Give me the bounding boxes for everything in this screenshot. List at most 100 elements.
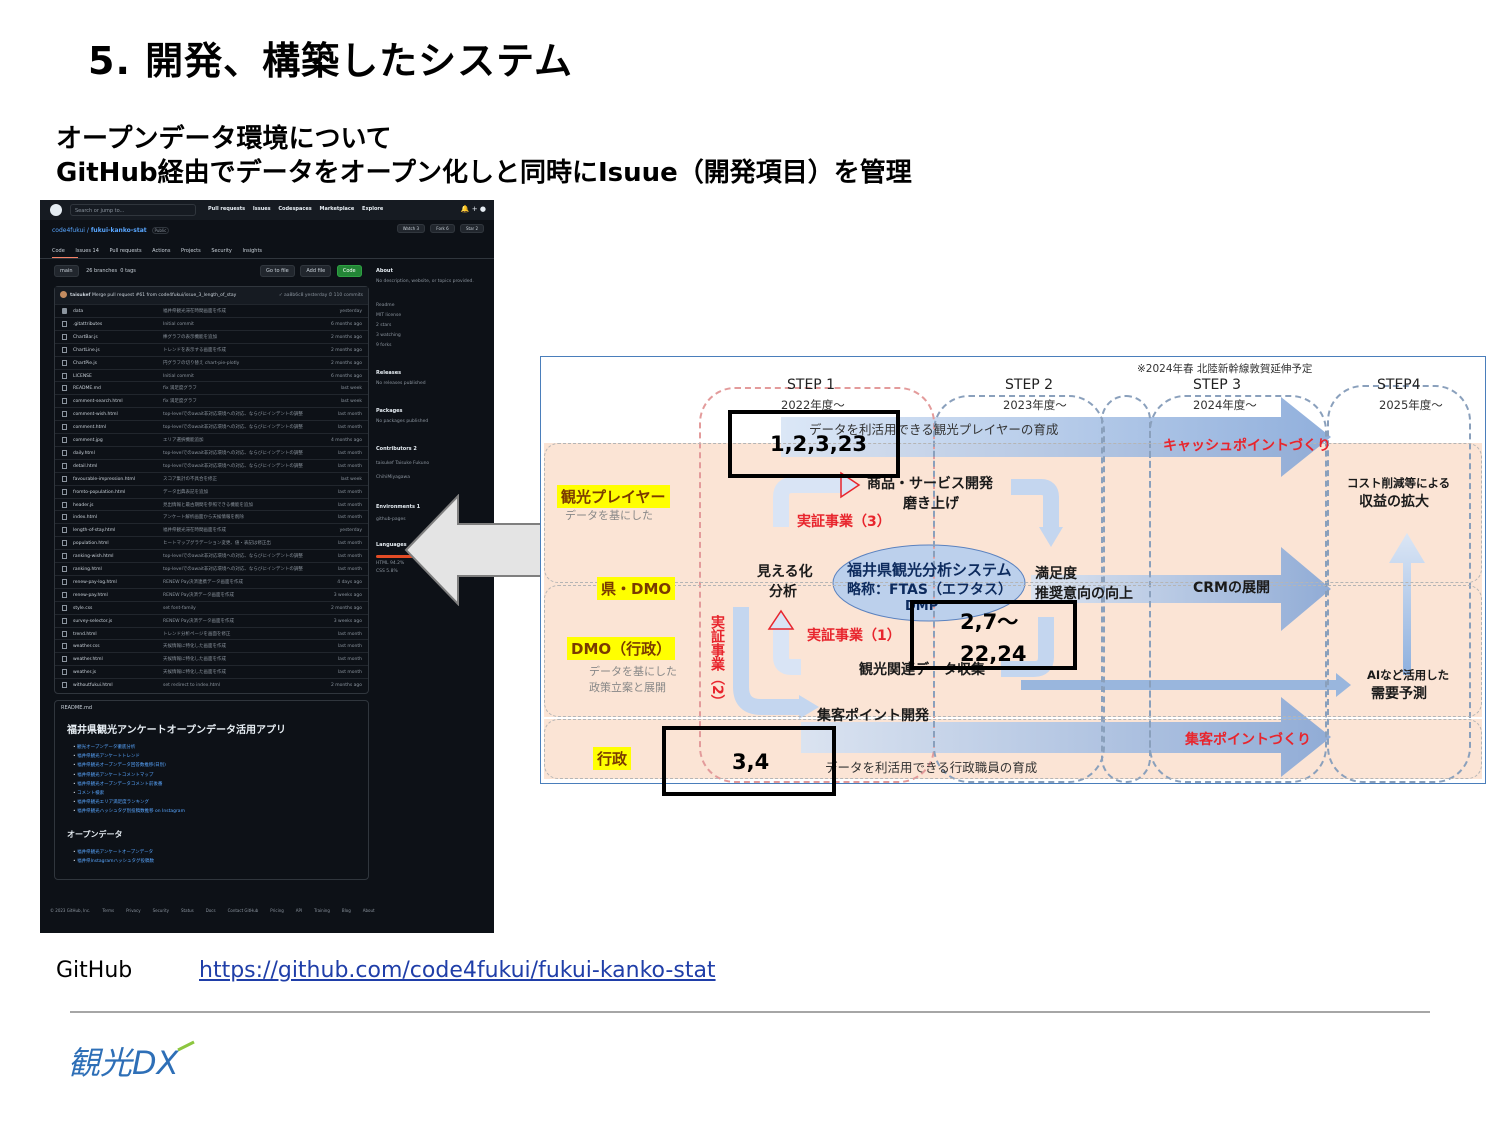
- repo-name-link[interactable]: fukui-kanko-stat: [90, 227, 147, 234]
- file-name[interactable]: .gitattributes: [73, 321, 103, 327]
- file-name[interactable]: fromto-population.html: [73, 489, 126, 495]
- tab-issues[interactable]: Issues 14: [75, 248, 99, 254]
- readme-link[interactable]: 福井県観光アンケートトレンド: [73, 752, 185, 761]
- file-commit-message[interactable]: 円グラフの切り替え chart-pie-plotly: [163, 360, 240, 366]
- file-name[interactable]: renew-pay.html: [73, 592, 108, 598]
- file-commit-message[interactable]: トレンドを表示する画面を作成: [163, 347, 226, 353]
- file-commit-message[interactable]: 棒グラフの表示機能を追加: [163, 334, 217, 340]
- nav-codespaces[interactable]: Codespaces: [278, 206, 312, 212]
- readme-link[interactable]: 福井県観光ハッシュタグ別投稿数推移 on Instagram: [73, 807, 185, 816]
- header-icons[interactable]: 🔔 + ●: [460, 205, 486, 213]
- tab-projects[interactable]: Projects: [181, 248, 201, 254]
- about-stars[interactable]: 2 stars: [376, 323, 392, 328]
- environment-github-pages[interactable]: github-pages: [376, 517, 406, 522]
- file-commit-message[interactable]: set redirect to index.html: [163, 683, 221, 689]
- file-commit-message[interactable]: トレンド分析ページを画面を修正: [163, 631, 231, 637]
- file-commit-message[interactable]: 福井県観光滞在時間画面を作成: [163, 309, 226, 314]
- file-commit-message[interactable]: RENEW Pay決済データ画面を作成: [163, 618, 234, 624]
- file-name[interactable]: weather.js: [73, 670, 97, 676]
- file-name[interactable]: header.js: [73, 502, 94, 508]
- branches-link[interactable]: 26 branches: [86, 268, 118, 274]
- nav-issues[interactable]: Issues: [252, 206, 271, 212]
- file-commit-message[interactable]: 見出情報と最古期間を参照できる機能を追加: [163, 502, 253, 508]
- about-forks[interactable]: 9 forks: [376, 343, 392, 348]
- footer-link[interactable]: About: [362, 908, 375, 913]
- file-commit-message[interactable]: エリア選択機能追加: [163, 438, 204, 443]
- contributor-1[interactable]: taisukef Taisuke Fukuno: [376, 461, 430, 466]
- file-commit-message[interactable]: fix 満足度グラフ: [163, 386, 197, 392]
- watch-button[interactable]: Watch 3: [396, 224, 426, 233]
- file-name[interactable]: comment-search.html: [73, 399, 123, 405]
- branch-select[interactable]: main: [54, 265, 79, 277]
- file-commit-message[interactable]: アンケート解析画面から天候情報を削除: [163, 515, 244, 521]
- footer-link[interactable]: Training: [314, 908, 330, 913]
- file-name[interactable]: renew-pay-log.html: [73, 579, 117, 585]
- code-button[interactable]: Code: [336, 265, 362, 277]
- repo-owner-link[interactable]: code4fukui: [52, 227, 85, 234]
- packages-title[interactable]: Packages: [376, 408, 403, 414]
- file-row[interactable]: comment.html top-levelでのawait非対応環境への対応、なら…: [55, 420, 368, 434]
- file-commit-message[interactable]: top-levelでのawait非対応環境への対応、ならびにインデントの調整: [163, 567, 303, 572]
- footer-link[interactable]: Contact GitHub: [227, 908, 259, 913]
- readme-link[interactable]: 福井県観光アンケートコメントマップ: [73, 771, 185, 780]
- file-commit-message[interactable]: top-levelでのawait非対応環境への対応、ならびにインデントの調整: [163, 554, 303, 560]
- file-name[interactable]: index.html: [73, 515, 97, 521]
- file-name[interactable]: trend.html: [73, 631, 97, 637]
- footer-link[interactable]: API: [295, 908, 303, 913]
- file-name[interactable]: comment.html: [73, 425, 107, 431]
- tab-security[interactable]: Security: [211, 248, 232, 254]
- fork-button[interactable]: Fork 6: [430, 224, 455, 233]
- file-commit-message[interactable]: 天候情報に特化した画面を作成: [163, 657, 226, 663]
- file-name[interactable]: weather.css: [73, 644, 100, 650]
- commit-meta[interactable]: ✓ aa8b6c8 yesterday ⏱ 110 commits: [278, 293, 363, 298]
- file-name[interactable]: withoutfukui.html: [73, 683, 113, 689]
- file-commit-message[interactable]: スコア集計の不具合を修正: [163, 476, 217, 482]
- footer-link[interactable]: Blog: [341, 908, 351, 913]
- nav-marketplace[interactable]: Marketplace: [319, 206, 355, 212]
- readme-link[interactable]: 観光オープンデータ徹底分析: [73, 743, 185, 752]
- file-name[interactable]: favourable-impression.html: [73, 476, 135, 482]
- file-name[interactable]: comment-wish.html: [73, 412, 118, 418]
- file-commit-message[interactable]: top-levelでのawait非対応環境への対応、ならびにインデントの調整: [163, 425, 303, 431]
- tab-code[interactable]: Code: [52, 248, 65, 254]
- file-commit-message[interactable]: 天候情報に特化した画面を作成: [163, 644, 226, 650]
- about-watching[interactable]: 3 watching: [376, 333, 401, 338]
- releases-title[interactable]: Releases: [376, 370, 402, 376]
- file-commit-message[interactable]: 福井県観光滞在時間画面を作成: [163, 528, 226, 534]
- file-name[interactable]: weather.html: [73, 657, 103, 663]
- footer-link[interactable]: Terms: [102, 908, 115, 913]
- file-commit-message[interactable]: set font-family: [163, 605, 196, 611]
- file-name[interactable]: daily.html: [73, 450, 95, 456]
- tab-pull-requests[interactable]: Pull requests: [109, 248, 142, 254]
- footer-link[interactable]: Pricing: [270, 908, 284, 913]
- go-to-file-button[interactable]: Go to file: [260, 265, 295, 277]
- tab-actions[interactable]: Actions: [152, 248, 171, 254]
- footer-link[interactable]: Docs: [205, 908, 216, 913]
- tab-insights[interactable]: Insights: [242, 248, 263, 254]
- readme-link[interactable]: 福井県観光オープンデータ回答数推移(日別): [73, 761, 185, 770]
- about-license[interactable]: MIT license: [376, 313, 402, 318]
- readme-link[interactable]: コメント検索: [73, 789, 185, 798]
- file-name[interactable]: ChartPie.js: [73, 360, 98, 366]
- contributors-title[interactable]: Contributors 2: [376, 446, 417, 452]
- github-search-input[interactable]: Search or jump to...: [70, 204, 196, 216]
- file-commit-message[interactable]: Initial commit: [163, 321, 194, 327]
